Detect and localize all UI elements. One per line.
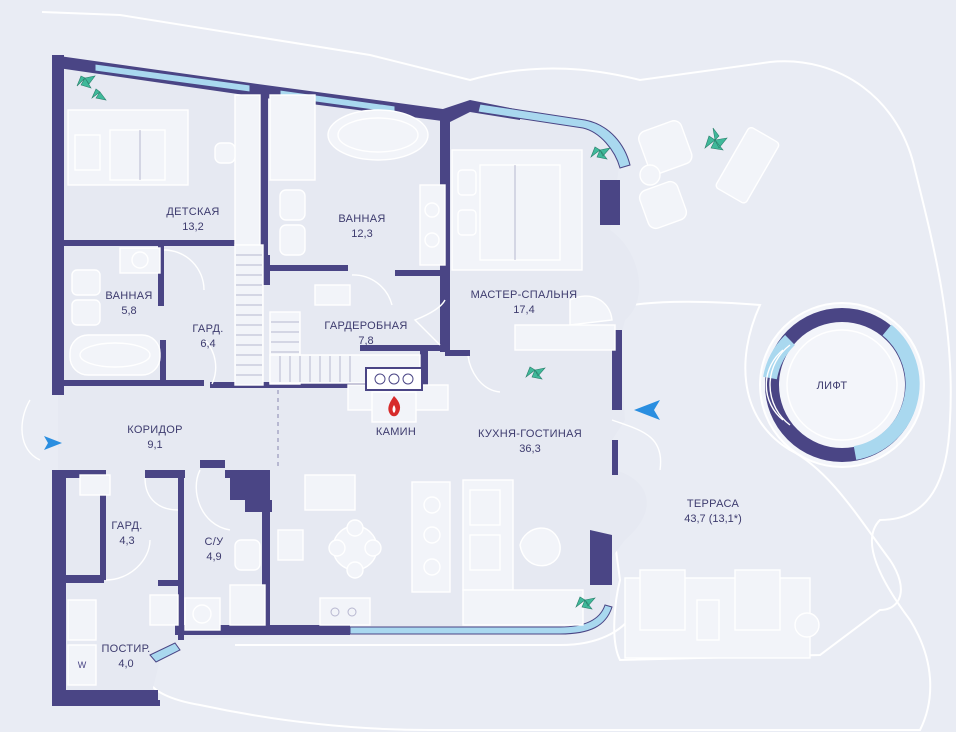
room-wardrobe-left-area: 6,4 [200, 338, 215, 350]
room-laundry-area: 4,0 [118, 658, 133, 670]
kids-furniture [67, 94, 261, 246]
room-bath-left-name: ВАННАЯ [105, 290, 152, 302]
bath-main-fixtures [269, 94, 446, 266]
room-terrace-area: 43,7 (13,1*) [684, 513, 741, 525]
room-kids-area: 13,2 [182, 221, 203, 233]
entrance-arrow-icon [44, 436, 62, 450]
room-kitchen-area: 36,3 [519, 443, 540, 455]
room-master-name: МАСТЕР-СПАЛЬНЯ [471, 289, 578, 301]
room-corridor-area: 9,1 [147, 439, 162, 451]
room-kitchen-name: КУХНЯ-ГОСТИНАЯ [478, 428, 582, 440]
room-corridor-name: КОРИДОР [127, 424, 183, 436]
room-wc-name: С/У [205, 536, 225, 548]
interior-walls [64, 240, 470, 640]
room-terrace-name: ТЕРРАСА [687, 498, 740, 510]
fireplace [347, 367, 449, 423]
room-kids-name: ДЕТСКАЯ [166, 206, 219, 218]
wc-laundry-fixtures: W [67, 474, 266, 686]
room-wardrobe-bottom-name: ГАРД. [111, 520, 142, 532]
entrance-arrow-icon [634, 400, 660, 420]
room-labels: ДЕТСКАЯ 13,2 ВАННАЯ 12,3 ВАННАЯ 5,8 ГАРД… [101, 206, 847, 670]
kitchen-living-furniture [277, 474, 584, 626]
wardrobe-shelving [234, 244, 421, 386]
plant-icon [76, 75, 728, 610]
master-furniture [451, 149, 616, 351]
room-dressing-name: ГАРДЕРОБНАЯ [324, 320, 407, 332]
room-bath-main-area: 12,3 [351, 228, 372, 240]
room-bath-main-name: ВАННАЯ [338, 213, 385, 225]
terrace-outline [41, 11, 952, 731]
room-laundry-name: ПОСТИР. [101, 643, 150, 655]
room-wardrobe-left-name: ГАРД. [192, 323, 223, 335]
room-master-area: 17,4 [513, 304, 534, 316]
bath-left-fixtures [69, 247, 161, 376]
lift [759, 302, 925, 468]
room-wardrobe-bottom-area: 4,3 [119, 535, 134, 547]
room-dressing-area: 7,8 [358, 335, 373, 347]
terrace-inner-outline [603, 300, 902, 662]
room-fireplace-name: КАМИН [376, 426, 416, 438]
washer-icon: W [78, 660, 87, 670]
room-wc-area: 4,9 [206, 551, 221, 563]
room-bath-left-area: 5,8 [121, 305, 136, 317]
room-lift-name: ЛИФТ [817, 380, 848, 392]
doors [21, 249, 662, 581]
terrace-furniture [624, 120, 820, 659]
